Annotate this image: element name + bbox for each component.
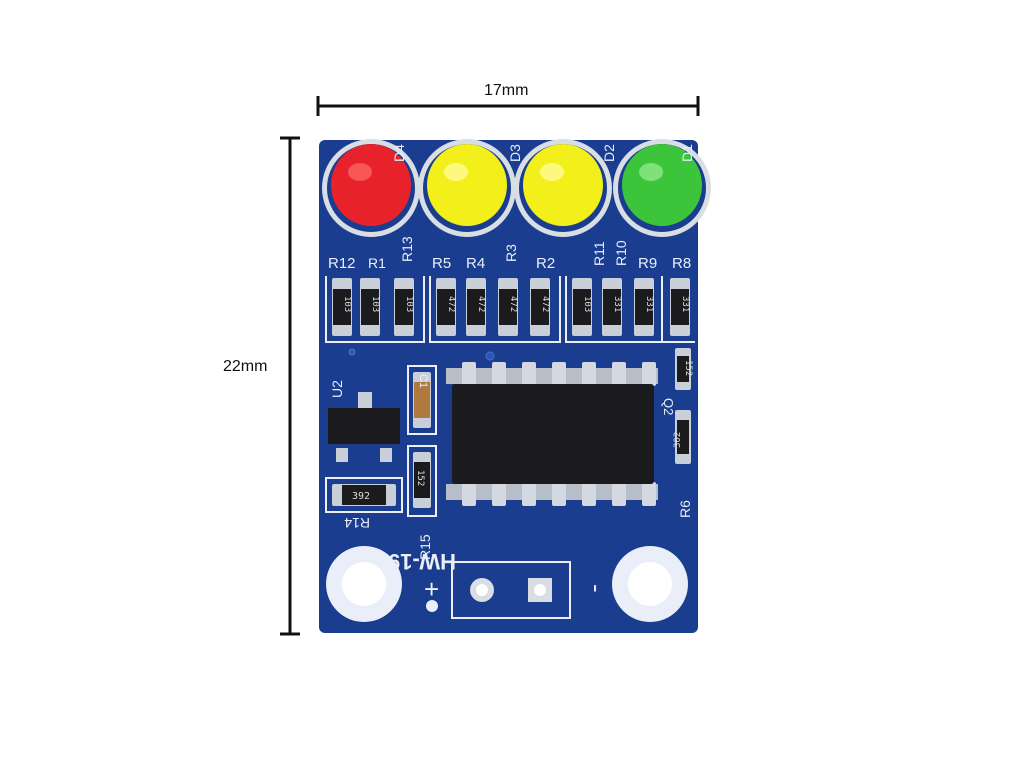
led-label-d3: D3 — [507, 144, 523, 162]
ic-pin — [582, 482, 596, 506]
resistor-label: R10 — [613, 240, 629, 266]
smd-resistor: 472 — [436, 278, 456, 336]
r6-label: R6 — [677, 500, 693, 518]
height-dimension-label: 22mm — [223, 358, 268, 375]
ic-pin — [492, 362, 506, 386]
resistor-code: 152 — [683, 360, 693, 376]
smd-resistor: 472 — [530, 278, 550, 336]
resistor-code: 472 — [540, 296, 550, 312]
smd-resistor: 472 — [466, 278, 486, 336]
resistor-label: R1 — [368, 255, 386, 271]
smd-resistor: 331 — [634, 278, 654, 336]
resistor-label: R13 — [399, 236, 415, 262]
smd-resistor: 103 — [360, 278, 380, 336]
mounting-hole-left — [326, 546, 402, 622]
ic-pin — [552, 482, 566, 506]
resistor-r15: 152 R15 — [407, 445, 437, 560]
led-red — [322, 139, 420, 237]
smd-resistor: 302 — [673, 410, 691, 464]
smd-resistor: 472 — [498, 278, 518, 336]
resistor-label: R2 — [536, 255, 555, 272]
smd-resistor: 103 — [332, 278, 352, 336]
height-dimension-line — [280, 136, 300, 636]
led-label-d2: D2 — [601, 144, 617, 162]
ic-pin — [642, 362, 656, 386]
led-yellow-2 — [514, 139, 612, 237]
r15-label: R15 — [417, 534, 433, 560]
width-dimension-label: 17mm — [484, 82, 529, 99]
resistor-label: R8 — [672, 255, 691, 272]
resistor-code: 302 — [673, 432, 683, 448]
r14-label: R14 — [344, 515, 370, 531]
resistor-code: 331 — [680, 296, 690, 312]
resistor-code: 392 — [352, 491, 370, 502]
led-labels: D4 D3 D2 D1 — [391, 144, 695, 162]
led-label-d1: D1 — [679, 144, 695, 162]
terminal-plus-label: + — [424, 574, 439, 604]
resistor-code: 103 — [404, 296, 414, 312]
q2-label: Q2 — [661, 398, 676, 415]
u2-label: U2 — [329, 380, 345, 398]
led-green — [613, 139, 711, 237]
smd-resistor: 152 — [675, 348, 693, 390]
ic-pin — [492, 482, 506, 506]
resistor-label: R9 — [638, 255, 657, 272]
led-label-d4: D4 — [391, 144, 407, 162]
resistor-label: R11 — [591, 241, 607, 266]
resistor-code: 103 — [370, 296, 380, 312]
side-resistors: 152 302 Q2 R6 — [661, 348, 693, 518]
resistor-code: 472 — [446, 296, 456, 312]
vias — [348, 348, 495, 361]
resistor-code: 472 — [508, 296, 518, 312]
resistor-row: 103 103 103 472 472 472 472 103 331 331 331 — [332, 278, 690, 336]
ic-pin — [612, 362, 626, 386]
resistor-r14: 392 R14 — [325, 477, 403, 531]
regulator-u2: U2 — [328, 380, 400, 462]
width-dimension-line — [316, 96, 700, 116]
resistor-code: 472 — [476, 296, 486, 312]
resistor-code: 103 — [582, 296, 592, 312]
resistor-label: R3 — [503, 244, 519, 262]
ic-pin — [462, 482, 476, 506]
smd-resistor: 331 — [670, 278, 690, 336]
mounting-hole-right — [612, 546, 688, 622]
smd-resistor: 103 — [572, 278, 592, 336]
power-terminal: + - — [424, 561, 612, 619]
smd-resistor: 103 — [394, 278, 414, 336]
ic-chip — [446, 362, 658, 506]
ic-pin — [582, 362, 596, 386]
c1-label: C1 — [417, 374, 429, 388]
resistor-code: 331 — [644, 296, 654, 312]
ic-pin — [522, 482, 536, 506]
led-row — [322, 139, 711, 237]
capacitor-c1: C1 — [407, 365, 437, 435]
resistor-label: R4 — [466, 255, 485, 272]
ic-pin — [462, 362, 476, 386]
ic-pin — [522, 362, 536, 386]
resistor-labels: R12 R1 R13 R5 R4 R3 R2 R11 R10 R9 R8 — [328, 236, 691, 272]
terminal-minus-label: - — [582, 584, 612, 593]
resistor-outlines — [325, 276, 695, 343]
resistor-code: 152 — [415, 470, 425, 486]
ic-pin — [612, 482, 626, 506]
ic-pin — [552, 362, 566, 386]
ic-pin — [642, 482, 656, 506]
resistor-label: R5 — [432, 255, 451, 272]
resistor-code: 331 — [612, 296, 622, 312]
resistor-label: R12 — [328, 255, 356, 272]
led-yellow-1 — [418, 139, 516, 237]
resistor-code: 103 — [342, 296, 352, 312]
ic-pins — [462, 362, 656, 506]
smd-resistor: 331 — [602, 278, 622, 336]
